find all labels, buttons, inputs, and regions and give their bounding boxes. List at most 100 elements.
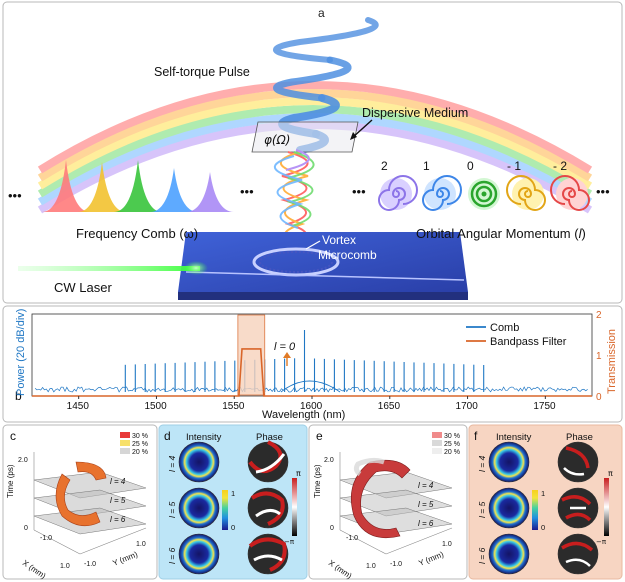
x-tick-left-e: -1.0: [346, 535, 358, 542]
time-tick-bottom-e: 0: [330, 525, 334, 532]
legend-swatch-25: [120, 440, 130, 446]
time-axis-label: Time (ps): [6, 464, 15, 498]
legend-30-e: 30 %: [444, 433, 460, 440]
phase-map-d-l4: [247, 440, 289, 483]
phase-map-f-l5: [557, 487, 599, 529]
cbar-phase-min-d: −π: [284, 538, 295, 546]
legend-comb: Comb: [490, 322, 519, 334]
intensity-map-f-l4: [488, 441, 530, 483]
intensity-map-d-l6: [178, 533, 220, 575]
cbar-intensity-max-f: 1: [541, 489, 545, 498]
legend-25: 25 %: [132, 441, 148, 448]
comb-peaks: [42, 160, 234, 212]
legend-20: 20 %: [132, 449, 148, 456]
y-tick-right-e: 1.0: [442, 541, 452, 548]
microcomb-label: Microcomb: [318, 248, 377, 262]
dots-left: •••: [8, 188, 22, 203]
plane-label-l4: l = 4: [110, 477, 126, 486]
phase-map-d-l5: [247, 487, 289, 529]
spiral-mode-2: [378, 175, 418, 211]
legend-25-e: 25 %: [444, 441, 460, 448]
panel-c-label: c: [10, 429, 16, 443]
row-label-f-l6: l = 6: [477, 547, 487, 564]
dots-right: •••: [596, 184, 610, 199]
dots-mid-left: •••: [240, 184, 254, 199]
comb-background-hump: [280, 380, 341, 393]
spiral-mode-minus-2: [550, 175, 590, 211]
x-tick-left-c: -1.0: [40, 535, 52, 542]
y-right-tick-label: 0: [596, 392, 602, 403]
x-tick-label: 1750: [533, 401, 556, 412]
y-left-label: Power (20 dB/div): [15, 309, 27, 396]
plane-label-e-l4: l = 4: [418, 481, 434, 490]
x-tick-label: 1550: [222, 401, 245, 412]
bandpass-filter-line: [32, 348, 592, 397]
panel-a: a ••• ••• ••• •••: [2, 1, 623, 304]
panel-d: d Intensity Phase l = 4 l = 5 l = 6 1 0: [158, 424, 308, 580]
cbar-phase-max-f: π: [608, 469, 613, 478]
panel-c: c 30 % 25 % 20 % l = 4 l = 5 l = 6 Time …: [2, 424, 158, 581]
panel-d-label: d: [164, 429, 171, 443]
microcomb-chip: [178, 232, 468, 300]
y-tick-left-e: -1.0: [390, 561, 402, 568]
phase-header-d: Phase: [256, 432, 283, 443]
bus-waveguide: [185, 271, 465, 281]
time-axis-label-e: Time (ps): [313, 464, 322, 498]
intensity-map-d-l5: [178, 487, 220, 529]
panel-a-label: a: [318, 6, 325, 20]
x-tick-label: 1450: [67, 401, 90, 412]
x-tick-label: 1600: [300, 401, 323, 412]
dots-mid-right: •••: [352, 184, 366, 199]
time-tick-top: 2.0: [18, 457, 28, 464]
panel-f: f Intensity Phase l = 4 l = 5 l = 6 1 0 …: [468, 424, 623, 580]
spiral-mode-0: [468, 178, 500, 210]
oam-label: Orbital Angular Momentum (l): [416, 226, 586, 241]
plane-l5-e: [339, 489, 453, 517]
oam-spirals: [378, 175, 590, 211]
x-tick-right-c: 1.0: [60, 563, 70, 570]
plane-label-l6: l = 6: [110, 515, 126, 524]
phase-colorbar-d: [292, 478, 297, 536]
intensity-colorbar-d: [222, 490, 228, 530]
row-label-d-l4: l = 4: [167, 455, 177, 472]
panel-f-label: f: [474, 429, 478, 443]
plane-label-l5: l = 5: [110, 496, 126, 505]
phase-map-d-l6: [247, 533, 289, 575]
chip-side: [178, 292, 468, 300]
dispersive-medium-plane: [251, 121, 359, 153]
x-tick-label: 1650: [378, 401, 401, 412]
phi-label: φ(Ω): [264, 133, 290, 147]
intensity-map-f-l6: [488, 533, 530, 575]
legend-swatch-25-e: [432, 440, 442, 446]
time-tick-bottom: 0: [24, 525, 28, 532]
panel-a-frame: [2, 1, 623, 304]
mode-label-0: 0: [467, 159, 474, 173]
x-tick-right-e: 1.0: [366, 563, 376, 570]
phase-colorbar-f: [604, 478, 609, 536]
panel-e-label: e: [316, 429, 323, 443]
legend: Comb Bandpass Filter: [466, 322, 567, 348]
intensity-header-f: Intensity: [496, 432, 532, 443]
row-label-d-l6: l = 6: [167, 547, 177, 564]
y-right-tick-label: 2: [596, 310, 602, 321]
y-tick-left-c: -1.0: [84, 561, 96, 568]
y-tick-right-c: 1.0: [136, 541, 146, 548]
laser-glow: [184, 261, 208, 275]
phase-header-f: Phase: [566, 432, 593, 443]
legend-swatch-30: [120, 432, 130, 438]
laser-label: CW Laser: [54, 280, 112, 295]
cbar-intensity-min-f: 0: [541, 523, 545, 532]
plane-label-e-l6: l = 6: [418, 519, 434, 528]
braided-helix: [273, 149, 315, 245]
time-tick-top-e: 2.0: [324, 457, 334, 464]
vortex-arrow: [305, 240, 321, 250]
l-mark-label: l = 0: [274, 341, 296, 353]
spiral-mode-1: [422, 175, 462, 211]
spiral-mode-minus-1: [506, 175, 546, 211]
isosurface-tail: [75, 461, 107, 481]
cbar-intensity-min-d: 0: [231, 523, 235, 532]
